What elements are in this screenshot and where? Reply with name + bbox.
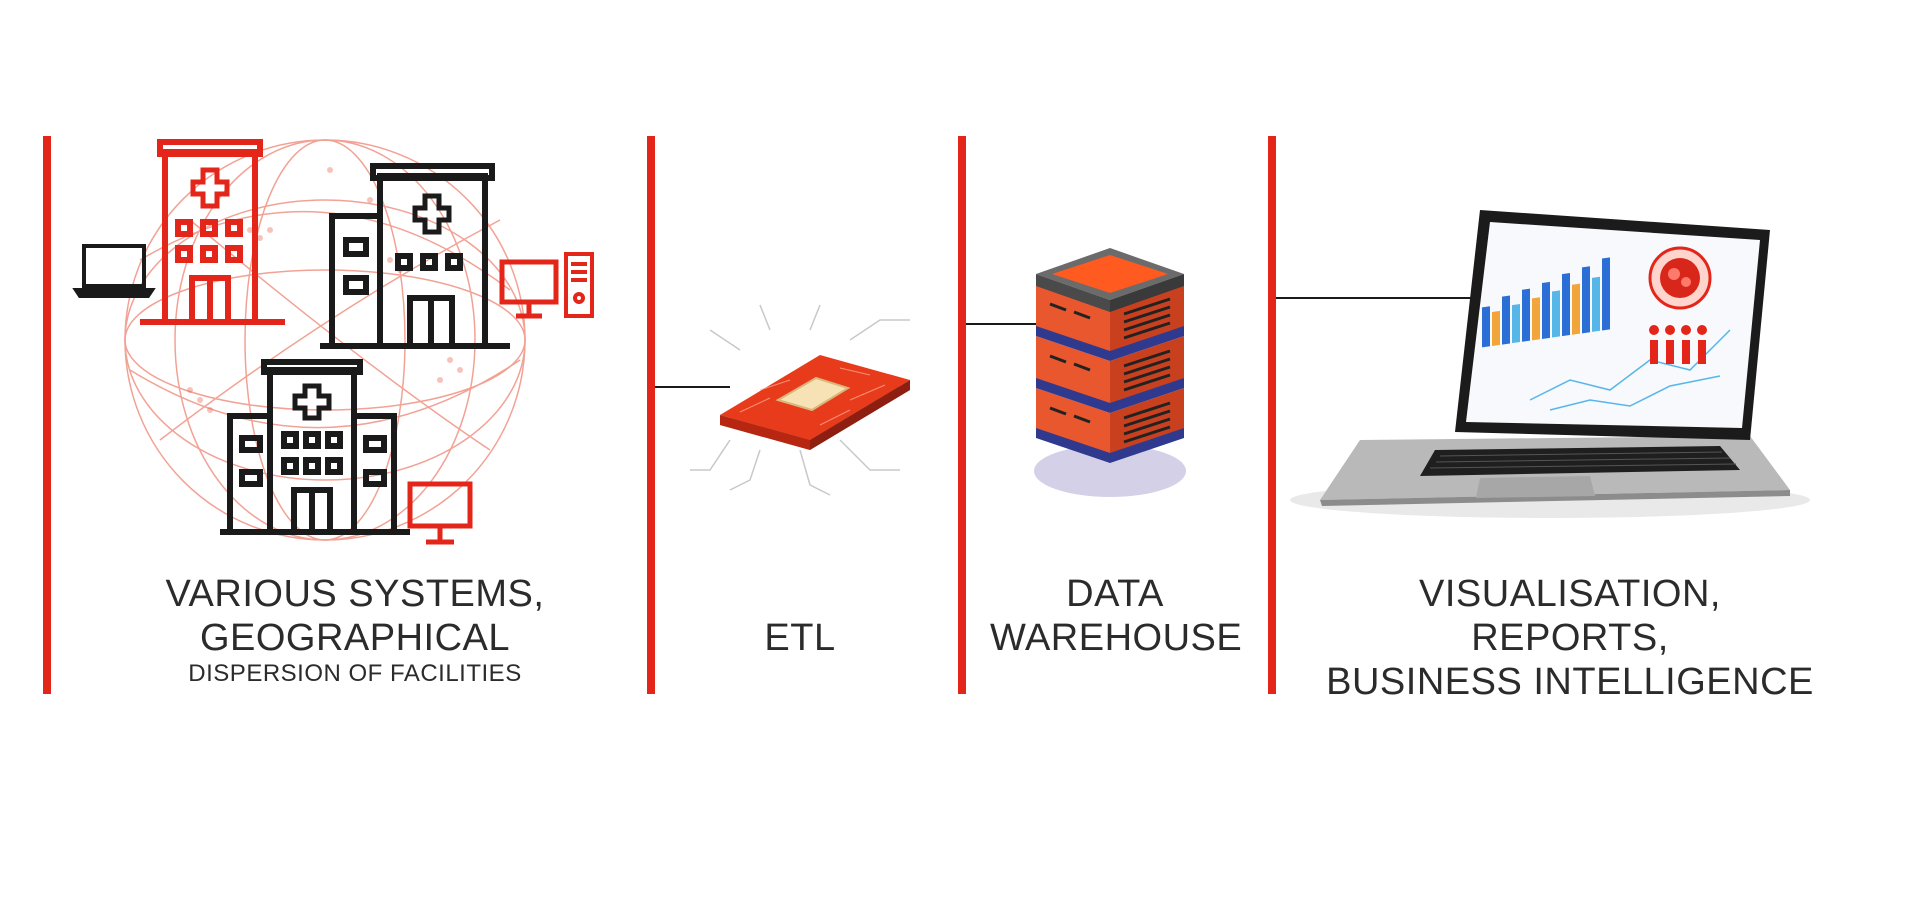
divider-3 — [958, 136, 966, 694]
hospital-icon — [140, 139, 285, 325]
connector-etl — [655, 386, 730, 388]
globe-icon — [124, 139, 526, 541]
label-warehouse: DATA WAREHOUSE — [990, 572, 1243, 660]
server-stack-icon — [1034, 248, 1186, 497]
divider-4 — [1268, 136, 1276, 694]
hospital-icon — [220, 359, 410, 535]
screen-bar-chart — [1482, 257, 1610, 348]
desktop-monitor-icon — [407, 481, 473, 545]
label-bi-line2: BUSINESS INTELLIGENCE — [1326, 661, 1814, 703]
divider-1 — [43, 136, 51, 694]
laptop-icon — [72, 244, 156, 298]
label-sources: VARIOUS SYSTEMS, GEOGRAPHICAL DISPERSION… — [150, 572, 560, 688]
label-etl-text: ETL — [764, 617, 836, 659]
label-bi: VISUALISATION, REPORTS, BUSINESS INTELLI… — [1320, 572, 1820, 704]
label-warehouse-line1: DATA — [1066, 573, 1164, 615]
label-etl: ETL — [720, 616, 880, 660]
hospital-icon — [320, 163, 510, 349]
label-sources-line1: VARIOUS SYSTEMS, — [165, 573, 545, 615]
label-bi-line1: VISUALISATION, REPORTS, — [1419, 573, 1721, 659]
label-sources-line2: GEOGRAPHICAL — [199, 617, 511, 659]
label-warehouse-line2: WAREHOUSE — [990, 617, 1243, 659]
laptop-dashboard-icon — [1290, 210, 1810, 518]
sources-illustration — [72, 139, 594, 545]
computer-tower-icon — [564, 252, 594, 318]
divider-2 — [647, 136, 655, 694]
label-sources-line3: DISPERSION OF FACILITIES — [188, 660, 522, 687]
cpu-chip-icon — [690, 304, 910, 496]
desktop-monitor-icon — [499, 259, 559, 319]
connector-warehouse — [966, 323, 1036, 325]
connector-bi — [1276, 297, 1486, 299]
